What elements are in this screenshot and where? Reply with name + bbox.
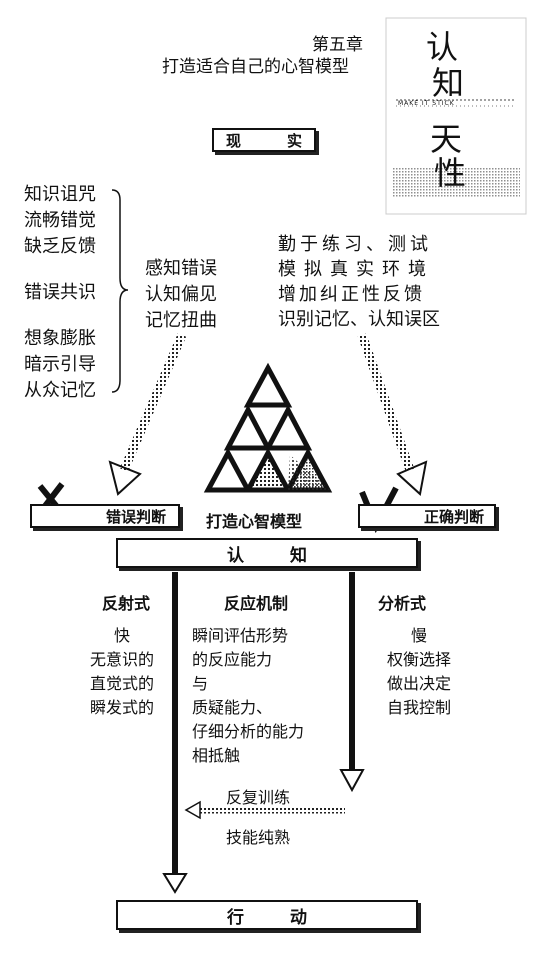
analytic-line: 权衡选择 <box>386 650 451 669</box>
book-char-3: 天 <box>430 120 463 158</box>
training-arrow-head <box>184 800 201 820</box>
pyramid-bottom-left <box>203 447 253 493</box>
reflex-line: 无意识的 <box>89 650 154 669</box>
mechanism-line: 相抵触 <box>192 746 241 765</box>
reality-box: 现 实 <box>212 128 316 152</box>
arrow-head-right <box>396 460 428 496</box>
pyramid-top <box>243 362 293 408</box>
cognition-box: 认 知 <box>116 538 418 568</box>
right-judgment-box: 正确判断 <box>358 504 496 528</box>
practice-item: 识别记忆、认知误区 <box>278 309 440 330</box>
book-char-1: 认 <box>426 28 459 66</box>
mechanism-line: 的反应能力 <box>192 650 273 669</box>
causes-group-2: 错误共识 <box>24 280 96 306</box>
reality-right: 实 <box>286 131 302 150</box>
pyramid <box>203 362 333 493</box>
reflex-arrow-head <box>162 873 188 894</box>
pyramid-label: 打造心智模型 <box>206 512 303 531</box>
action-box: 行 动 <box>116 900 418 930</box>
bias-item: 记忆扭曲 <box>145 310 217 331</box>
cause-item: 想象膨胀 <box>24 328 96 349</box>
practices-list: 勤于练习、测试 模拟真实环境 增加纠正性反馈 识别记忆、认知误区 <box>278 232 440 332</box>
pyramid-mid-left <box>223 404 273 451</box>
book-char-4: 性 <box>434 154 467 192</box>
biases-list: 感知错误 认知偏见 记忆扭曲 <box>145 256 217 334</box>
action-left: 行 <box>227 907 244 928</box>
book-cover: 认 知 MAKE IT STICK 天 性 <box>398 20 518 220</box>
cognition-right: 知 <box>290 545 307 566</box>
reflex-line: 瞬发式的 <box>89 698 154 717</box>
analytic-lines: 慢 权衡选择 做出决定 自我控制 <box>364 624 474 720</box>
mechanism-line: 质疑能力、 <box>192 698 273 717</box>
reflex-line: 直觉式的 <box>89 674 154 693</box>
cause-item: 错误共识 <box>24 282 96 303</box>
right-judgment-label: 正确判断 <box>423 507 484 526</box>
reality-left: 现 <box>226 131 242 150</box>
book-english-title: MAKE IT STICK <box>398 100 455 107</box>
bias-item: 认知偏见 <box>145 284 217 305</box>
bias-item: 感知错误 <box>145 258 217 279</box>
wrong-judgment-box: 错误判断 <box>30 504 180 528</box>
practice-item: 增加纠正性反馈 <box>278 284 425 305</box>
cause-item: 缺乏反馈 <box>24 236 96 257</box>
reflex-title: 反射式 <box>102 594 151 613</box>
arrow-head-left <box>108 460 142 496</box>
arrow-to-right-judgment <box>357 333 415 472</box>
analytic-line: 慢 <box>410 626 427 645</box>
wrong-judgment-label: 错误判断 <box>105 507 166 526</box>
skilled-label: 技能纯熟 <box>226 828 291 847</box>
analytic-line: 做出决定 <box>386 674 451 693</box>
mechanism-line: 瞬间评估形势 <box>192 626 289 645</box>
pyramid-mid-right <box>263 404 313 451</box>
cause-item: 知识诅咒 <box>24 184 96 205</box>
practice-item: 模拟真实环境 <box>278 259 434 280</box>
mechanism-line: 与 <box>192 674 209 693</box>
analytic-line: 自我控制 <box>386 698 451 717</box>
practice-item: 勤于练习、测试 <box>278 234 432 255</box>
arrow-to-wrong-judgment <box>119 333 187 472</box>
causes-group-3: 想象膨胀 暗示引导 从众记忆 <box>24 326 96 404</box>
analytic-title: 分析式 <box>378 594 427 613</box>
chapter-title: 打造适合自己的心智模型 <box>162 57 349 77</box>
book-cover-band <box>392 168 520 198</box>
cause-item: 流畅错觉 <box>24 210 96 231</box>
mechanism-lines: 瞬间评估形势 的反应能力 与 质疑能力、 仔细分析的能力 相抵触 <box>192 624 304 768</box>
mechanism-title: 反应机制 <box>224 594 289 613</box>
mechanism-line: 仔细分析的能力 <box>192 722 305 741</box>
book-char-2: 知 <box>432 64 465 102</box>
pyramid-shade <box>288 455 330 490</box>
reflex-line: 快 <box>113 626 130 645</box>
pyramid-bottom-center <box>243 447 293 493</box>
causes-group-1: 知识诅咒 流畅错觉 缺乏反馈 <box>24 182 96 260</box>
cognition-left: 认 <box>227 545 244 566</box>
chapter-label: 第五章 <box>312 35 363 55</box>
brace-icon <box>111 189 129 393</box>
reflex-lines: 快 无意识的 直觉式的 瞬发式的 <box>72 624 172 720</box>
analytic-arrow-head <box>339 769 365 793</box>
repeat-training-label: 反复训练 <box>226 788 291 807</box>
cause-item: 从众记忆 <box>24 380 96 401</box>
cause-item: 暗示引导 <box>24 354 96 375</box>
action-right: 动 <box>290 907 307 928</box>
